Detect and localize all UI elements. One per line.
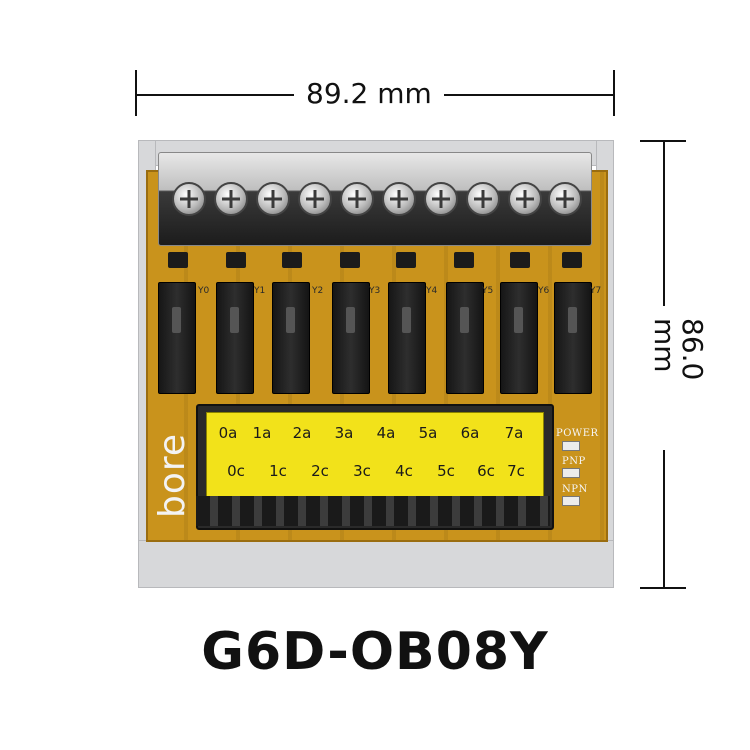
- channel-label: Y0: [198, 286, 210, 296]
- screw-terminal-10: [548, 182, 582, 216]
- connector-pin-label: 7a: [504, 424, 524, 442]
- connector-pin-label: 1a: [252, 424, 272, 442]
- driver-chip-3: [282, 252, 302, 268]
- screw-terminal-9: [508, 182, 542, 216]
- connector-pin-label: 4a: [376, 424, 396, 442]
- relay-1: [158, 282, 196, 394]
- npn-jumper: [562, 496, 580, 506]
- connector-pin-label: 2a: [292, 424, 312, 442]
- driver-chip-8: [562, 252, 582, 268]
- connector-pin-label: 5a: [418, 424, 438, 442]
- pnp-jumper: [562, 468, 580, 478]
- height-dimension-label: 86.0 mm: [648, 306, 709, 450]
- relay-4: [332, 282, 370, 394]
- connector-pin-label: 3a: [334, 424, 354, 442]
- screw-terminal-5: [340, 182, 374, 216]
- connector-pin-label: 2c: [311, 462, 329, 480]
- power-led: [562, 441, 580, 451]
- connector-label-strip: [206, 412, 544, 498]
- driver-chip-2: [226, 252, 246, 268]
- screw-terminal-7: [424, 182, 458, 216]
- relay-6: [446, 282, 484, 394]
- relay-3: [272, 282, 310, 394]
- connector-pins: [196, 496, 550, 526]
- bottom-rail: [138, 540, 614, 588]
- model-title: G6D-OB08Y: [201, 622, 549, 682]
- channel-label: Y3: [369, 286, 381, 296]
- channel-label: Y5: [482, 286, 494, 296]
- power-indicator-label: POWER: [556, 428, 599, 439]
- pnp-indicator-label: PNP: [562, 456, 586, 467]
- connector-pin-label: 3c: [353, 462, 371, 480]
- connector-pin-label: 0c: [227, 462, 245, 480]
- screw-terminal-4: [298, 182, 332, 216]
- channel-label: Y2: [312, 286, 324, 296]
- width-extension-left: [135, 70, 137, 116]
- width-extension-right: [613, 70, 615, 116]
- channel-label: Y6: [538, 286, 550, 296]
- connector-pin-label: 5c: [437, 462, 455, 480]
- driver-chip-5: [396, 252, 416, 268]
- connector-pin-label: 1c: [269, 462, 287, 480]
- driver-chip-6: [454, 252, 474, 268]
- screw-terminal-3: [256, 182, 290, 216]
- relay-5: [388, 282, 426, 394]
- relay-7: [500, 282, 538, 394]
- channel-label: Y1: [254, 286, 266, 296]
- relay-8: [554, 282, 592, 394]
- width-dimension-label: 89.2 mm: [294, 80, 444, 108]
- driver-chip-4: [340, 252, 360, 268]
- driver-chip-7: [510, 252, 530, 268]
- connector-pin-label: 4c: [395, 462, 413, 480]
- npn-indicator-label: NPN: [562, 484, 588, 495]
- screw-terminal-1: [172, 182, 206, 216]
- connector-pin-label: 6c: [477, 462, 495, 480]
- screw-terminal-2: [214, 182, 248, 216]
- relay-2: [216, 282, 254, 394]
- connector-pin-label: 7c: [507, 462, 525, 480]
- channel-label: Y4: [426, 286, 438, 296]
- screw-terminal-6: [382, 182, 416, 216]
- driver-chip-1: [168, 252, 188, 268]
- brand-logo: bore: [152, 432, 193, 518]
- connector-pin-label: 0a: [218, 424, 238, 442]
- screw-terminal-8: [466, 182, 500, 216]
- channel-label: Y7: [590, 286, 602, 296]
- connector-pin-label: 6a: [460, 424, 480, 442]
